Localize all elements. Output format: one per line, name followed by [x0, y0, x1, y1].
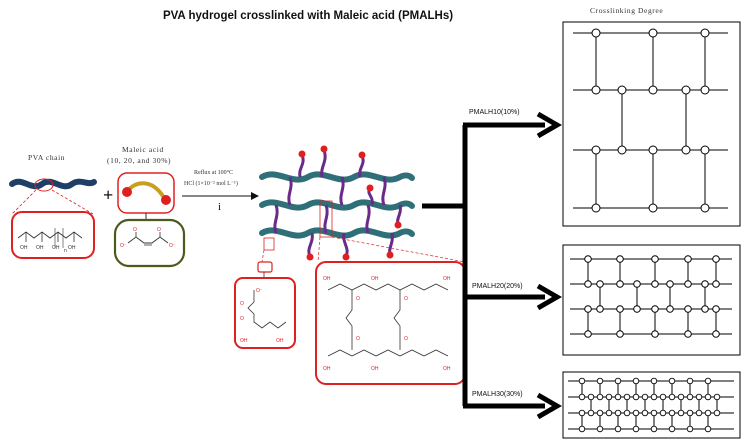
svg-text:O: O	[240, 301, 244, 307]
crosslinking-degree-header: Crosslinking Degree	[590, 6, 664, 15]
pva-oh-1: OH	[20, 245, 28, 251]
svg-text:OH: OH	[323, 276, 331, 282]
svg-text:O: O	[356, 296, 360, 302]
maleic-o-minus-right: O⁻	[169, 243, 176, 249]
pva-chain	[9, 178, 97, 190]
pva-n-subscript: n	[64, 248, 67, 254]
svg-text:OH: OH	[371, 366, 379, 372]
step-marker: i	[218, 201, 222, 213]
pva-oh-4: OH	[68, 245, 76, 251]
maleic-acid-percent-label: (10, 20, and 30%)	[107, 156, 172, 165]
plus-sign: +	[103, 185, 114, 205]
svg-text:OH: OH	[443, 366, 451, 372]
svg-text:OH: OH	[323, 366, 331, 372]
pva-structure-box	[11, 211, 95, 259]
branch-label-pmalh10: PMALH10(10%)	[469, 109, 520, 116]
network-pmalh10	[562, 21, 741, 227]
pva-chain-label: PVA chain	[28, 153, 66, 162]
maleic-o-minus-left: O⁻	[120, 243, 127, 249]
maleic-end-left	[122, 187, 132, 197]
page-title: PVA hydrogel crosslinked with Maleic aci…	[162, 10, 454, 22]
network-pmalh20	[562, 244, 741, 356]
network-pmalh30	[562, 371, 741, 439]
maleic-end-right	[161, 195, 171, 205]
pva-zoom-circle	[34, 178, 54, 192]
monoester-structure-box	[234, 277, 296, 349]
reaction-temperature: Reflux at 100°C	[194, 170, 234, 176]
hydrogel-network	[259, 145, 415, 261]
svg-text:O⁻: O⁻	[256, 288, 263, 294]
svg-text:OH: OH	[443, 276, 451, 282]
svg-text:OH: OH	[240, 338, 248, 344]
pva-oh-2: OH	[36, 245, 44, 251]
svg-text:O: O	[356, 336, 360, 342]
maleic-acid-label: Maleic acid	[122, 145, 164, 154]
maleic-o-left: O	[133, 227, 137, 233]
branch-label-pmalh20: PMALH20(20%)	[472, 283, 523, 290]
svg-text:O: O	[240, 316, 244, 322]
svg-text:OH: OH	[276, 338, 284, 344]
branch-arrow-30	[463, 392, 562, 420]
svg-text:O: O	[404, 336, 408, 342]
small-crosslink-structure	[257, 261, 273, 273]
svg-text:OH: OH	[371, 276, 379, 282]
branch-arrow-20	[463, 283, 562, 311]
branch-label-pmalh30: PMALH30(30%)	[472, 391, 523, 398]
svg-text:O: O	[404, 296, 408, 302]
branch-arrow-10	[463, 111, 562, 139]
pva-oh-3: OH	[52, 245, 60, 251]
reaction-catalyst: HCl (1×10⁻² mol L⁻¹)	[184, 181, 238, 187]
maleic-o-right: O	[157, 227, 161, 233]
